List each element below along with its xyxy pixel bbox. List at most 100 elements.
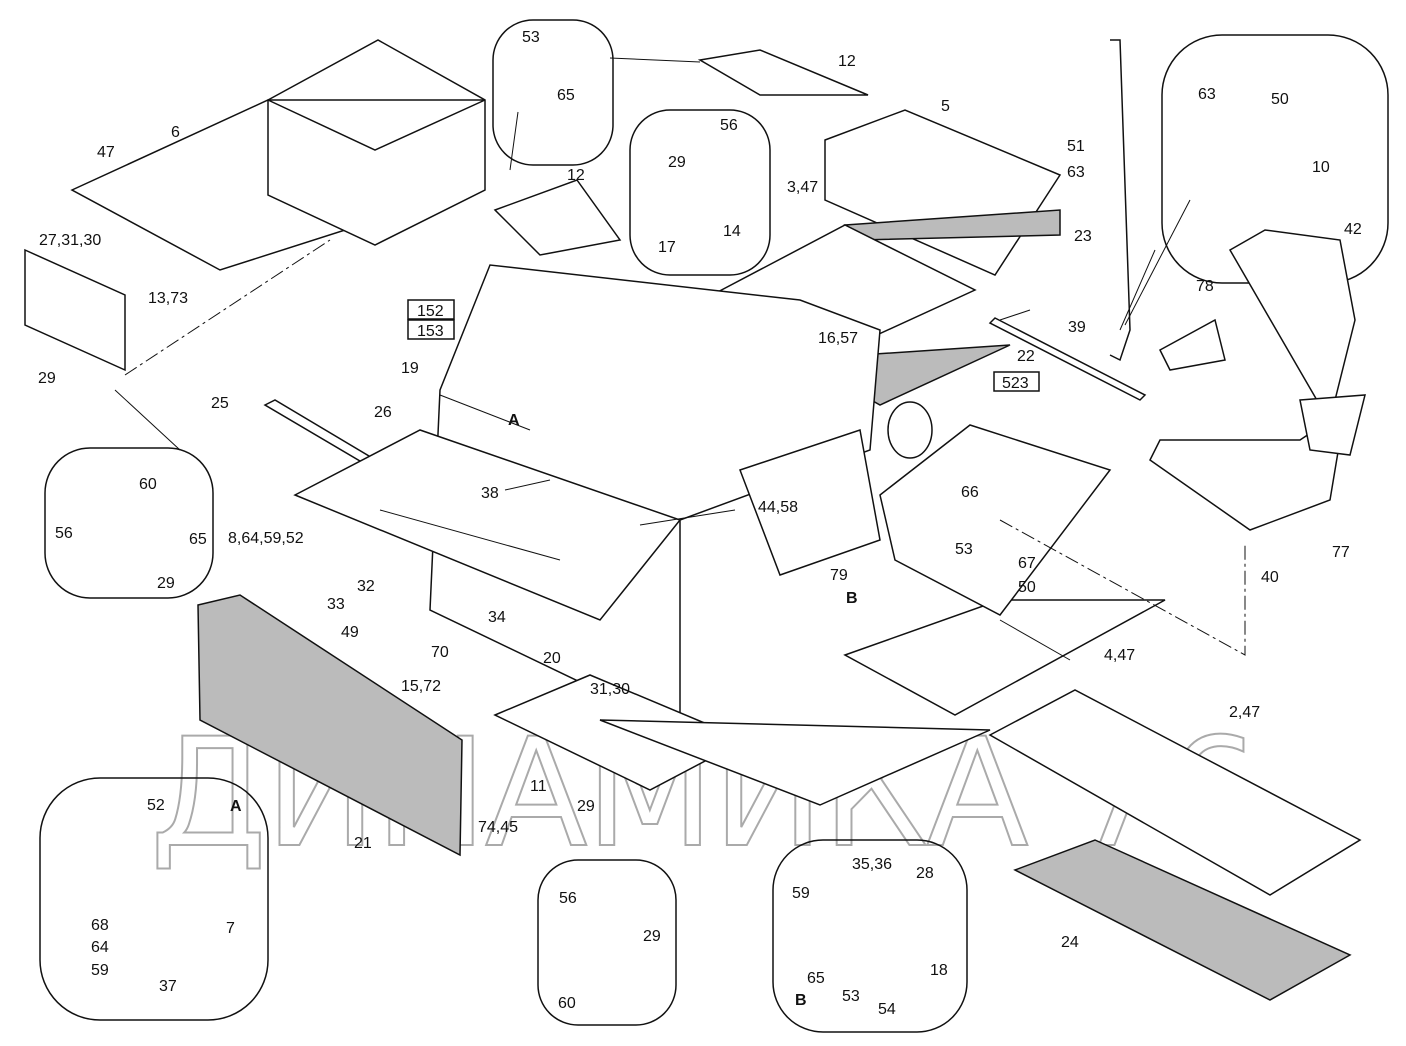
label: 49: [341, 624, 359, 641]
label: 152: [417, 303, 444, 320]
label: 32: [357, 578, 375, 595]
label: 8,64,59,52: [228, 530, 304, 547]
label: 29: [38, 370, 56, 387]
label: 10: [1312, 159, 1330, 176]
label: 16,57: [818, 330, 858, 347]
label: B: [846, 590, 858, 607]
label: 51: [1067, 138, 1085, 155]
label: 153: [417, 323, 444, 340]
label: 13,73: [148, 290, 188, 307]
label: 60: [558, 995, 576, 1012]
label: 29: [157, 575, 175, 592]
callout-detail-hinge-top: [629, 109, 771, 276]
label: 12: [838, 53, 856, 70]
label: 27,31,30: [39, 232, 101, 249]
label: 65: [807, 970, 825, 987]
label: 42: [1344, 221, 1362, 238]
label-box-153: [407, 319, 455, 340]
part-26-floor: [293, 429, 682, 621]
label: 22: [1017, 348, 1035, 365]
part-66-box: [879, 424, 1112, 616]
label: 17: [658, 239, 676, 256]
label: 79: [830, 567, 848, 584]
part-6-cover: [70, 39, 486, 271]
part-39-strip: [988, 317, 1147, 401]
part-24-mat: [1013, 839, 1352, 1001]
label: 20: [543, 650, 561, 667]
label: 14: [723, 223, 741, 240]
part-44-panel: [739, 429, 881, 576]
label: 56: [55, 525, 73, 542]
label: 3,47: [787, 179, 818, 196]
label: 5: [941, 98, 950, 115]
label: 70: [431, 644, 449, 661]
part-19-console: [429, 264, 881, 732]
part-12-plate: [493, 179, 622, 256]
part-4-floor: [843, 599, 1166, 716]
label: 12: [567, 167, 585, 184]
label: 60: [139, 476, 157, 493]
label: 33: [327, 596, 345, 613]
label: 66: [961, 484, 979, 501]
label: 54: [878, 1001, 896, 1018]
label: 39: [1068, 319, 1086, 336]
label: A: [508, 412, 520, 429]
centerline: [124, 239, 331, 376]
label: 50: [1271, 91, 1289, 108]
label: 31,30: [590, 681, 630, 698]
label-box-152: [407, 299, 455, 320]
label: 19: [401, 360, 419, 377]
part-2-plate: [988, 689, 1362, 896]
label: 18: [930, 962, 948, 979]
label: 50: [1018, 579, 1036, 596]
label: 29: [643, 928, 661, 945]
label: 24: [1061, 934, 1079, 951]
part-10-handle: [1109, 39, 1131, 362]
label: 40: [1261, 569, 1279, 586]
label: 23: [1074, 228, 1092, 245]
label: 11: [530, 778, 547, 795]
label: 53: [955, 541, 973, 558]
label: 38: [481, 485, 499, 502]
label: 65: [189, 531, 207, 548]
callout-detail-bolt: [492, 19, 614, 166]
part-4-extension: [599, 719, 991, 806]
label: 6: [171, 124, 180, 141]
label: 15,72: [401, 678, 441, 695]
label: 34: [488, 609, 506, 626]
label: 4,47: [1104, 647, 1135, 664]
label: 64: [91, 939, 109, 956]
label: 2,47: [1229, 704, 1260, 721]
leader-lines: [379, 309, 1071, 661]
label: 56: [559, 890, 577, 907]
label: 53: [522, 29, 540, 46]
part-523-cylinder: [887, 401, 933, 459]
label: 65: [557, 87, 575, 104]
label: 77: [1332, 544, 1350, 561]
label: A: [230, 798, 242, 815]
callout-detail-hinge: [44, 447, 214, 599]
label: 52: [147, 797, 165, 814]
part-seat: [1149, 229, 1366, 531]
label: 63: [1198, 86, 1216, 103]
centerline: [999, 519, 1246, 656]
label: 44,58: [758, 499, 798, 516]
label: 59: [792, 885, 810, 902]
label: 26: [374, 404, 392, 421]
label: 37: [159, 978, 177, 995]
label: 21: [354, 835, 372, 852]
callout-detail-b: [772, 839, 968, 1033]
label: B: [795, 992, 807, 1009]
leader-lines: [114, 57, 1191, 451]
label: 28: [916, 865, 934, 882]
label: 68: [91, 917, 109, 934]
label: 67: [1018, 555, 1036, 572]
callout-detail-hinge-bottom: [537, 859, 677, 1026]
part-12-plate-top: [697, 49, 869, 96]
label: 29: [577, 798, 595, 815]
label: 29: [668, 154, 686, 171]
label: 53: [842, 988, 860, 1005]
callout-detail-a: [39, 777, 269, 1021]
